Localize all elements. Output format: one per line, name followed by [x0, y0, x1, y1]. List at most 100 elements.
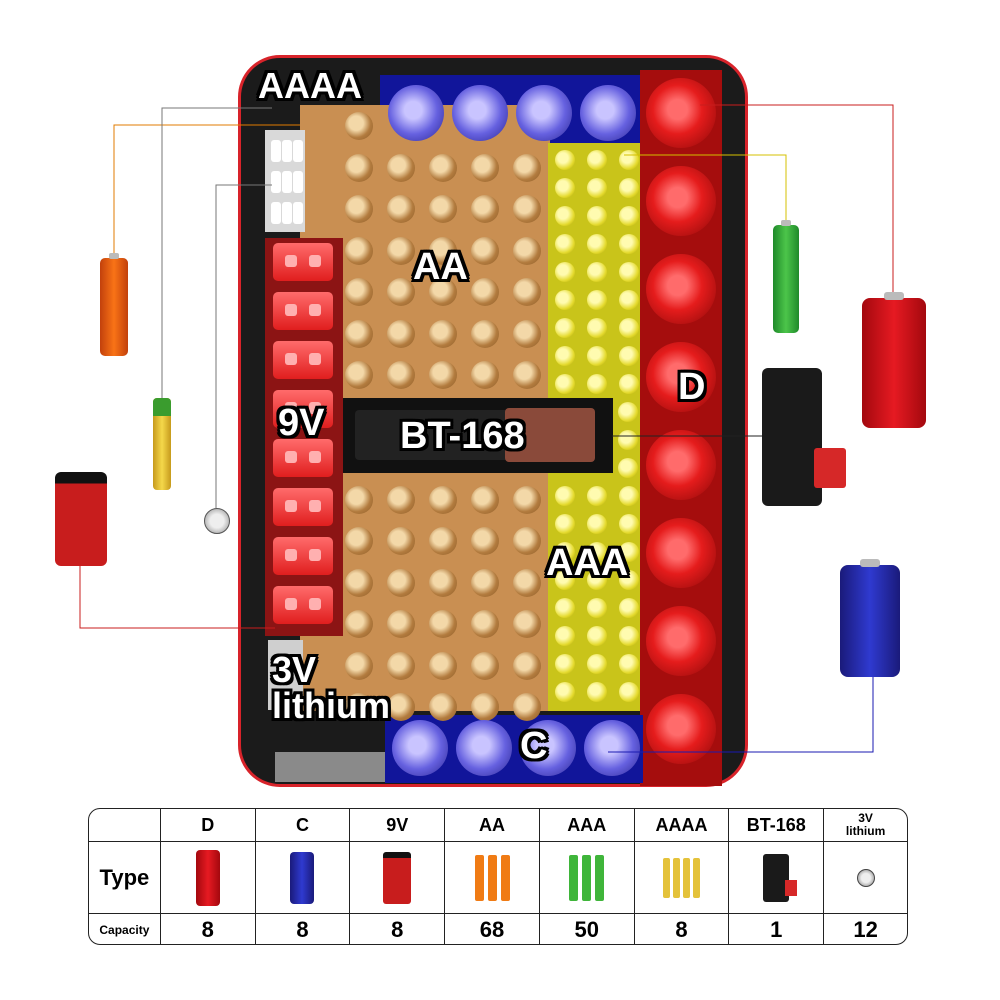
9v-slot [273, 488, 333, 526]
aa-slot [345, 236, 373, 265]
ebl-aaa-battery [773, 220, 799, 333]
aaa-slot [587, 486, 607, 506]
type-cell-aaa [539, 841, 635, 913]
aa-slot [471, 651, 499, 680]
aa-slot [471, 153, 499, 182]
coin-cell-battery [204, 508, 230, 534]
aaa-slot [555, 542, 575, 562]
aa-slot [513, 153, 541, 182]
header-c: C [256, 809, 351, 841]
aa-slot [471, 610, 499, 638]
aa-slot [387, 236, 415, 265]
aaa-slot [619, 570, 639, 590]
capacity-bt-168: 1 [729, 913, 825, 944]
aa-slot [345, 278, 373, 306]
c-slot [584, 720, 640, 776]
aaa-slot [587, 178, 607, 198]
panasonic-9v-battery [55, 472, 107, 566]
aaa-slot [555, 514, 575, 534]
aa-slot [429, 610, 457, 638]
huatai-aa-battery [100, 253, 128, 356]
aaa-slot [587, 682, 607, 702]
aa-battery-icon [474, 854, 510, 901]
aa-slot [429, 236, 457, 265]
label-aaa: AAA [546, 542, 629, 584]
aa-slot [471, 195, 499, 223]
type-cell-d [160, 841, 256, 913]
aa-slot [429, 195, 457, 223]
aaa-slot [618, 458, 638, 478]
c-battery-icon [290, 851, 315, 904]
capacity-aaa: 50 [539, 913, 635, 944]
capacity-table: D C 9V AA AAA AAAA BT-168 3V lithium Typ… [88, 808, 908, 945]
c-slot [392, 720, 448, 776]
d-slot [646, 166, 716, 236]
header-aa: AA [445, 809, 540, 841]
aa-slot [471, 319, 499, 348]
aaa-battery-icon [569, 854, 605, 901]
aaa-slot [587, 598, 607, 618]
aaa-slot [619, 206, 639, 226]
aa-slot [345, 693, 373, 721]
aaaa-battery-icon [663, 857, 701, 898]
aaa-slot [555, 346, 575, 366]
aa-slot [513, 568, 541, 597]
c-slot [452, 85, 508, 141]
label-aa: AA [413, 246, 468, 288]
label-d: D [678, 366, 706, 408]
aaa-slot [587, 374, 607, 394]
aa-slot [471, 236, 499, 265]
aaaa-slot [282, 171, 292, 193]
aa-slot [513, 361, 541, 389]
aaa-slot [587, 262, 607, 282]
9v-slot [273, 537, 333, 575]
aaa-slot [619, 626, 639, 646]
c-slot [388, 85, 444, 141]
aaa-slot [619, 262, 639, 282]
c-slot [456, 720, 512, 776]
aaa-slot [555, 598, 575, 618]
aaa-slot [587, 514, 607, 534]
header-3v-lithium: 3V lithium [845, 811, 886, 838]
line-ebl [624, 154, 787, 225]
aaa-slot [587, 346, 607, 366]
aa-slot [345, 610, 373, 638]
aa-slot [429, 153, 457, 182]
aaa-slot [555, 206, 575, 226]
header-aaaa: AAAA [635, 809, 730, 841]
connector-lines [79, 104, 894, 753]
9v-slot [273, 390, 333, 428]
aaa-slot [619, 514, 639, 534]
aaa-slot [555, 626, 575, 646]
aa-slot [429, 651, 457, 680]
9v-slot [273, 439, 333, 477]
aaa-slot [555, 150, 575, 170]
aaa-slot [555, 570, 575, 590]
type-cell-aaaa [634, 841, 730, 913]
label-c: C [520, 725, 548, 767]
header-aaa: AAA [540, 809, 635, 841]
aaa-slot [555, 262, 575, 282]
label-3v-line2: lithium [272, 685, 390, 726]
aa-slot [387, 195, 415, 223]
line-9v [79, 566, 275, 629]
c-slot [520, 720, 576, 776]
aa-slot [429, 527, 457, 555]
aa-slot [345, 485, 373, 514]
aa-slot [429, 485, 457, 514]
label-aaaa: AAAA [258, 65, 362, 106]
aa-slot [471, 361, 499, 389]
capacity-aa: 68 [445, 913, 540, 944]
aa-slot [387, 485, 415, 514]
aa-slot [513, 236, 541, 265]
d-slot [646, 430, 716, 500]
type-cell-c [255, 841, 351, 913]
aaa-slot [587, 570, 607, 590]
line-c [608, 677, 874, 753]
table-capacity-row: Capacity 8 8 8 68 50 8 1 12 [89, 913, 907, 944]
aa-slot [471, 693, 499, 721]
aa-slot [345, 112, 373, 140]
header-bt-168: BT-168 [729, 809, 825, 841]
aaa-slot [555, 178, 575, 198]
aaa-slot [619, 234, 639, 254]
